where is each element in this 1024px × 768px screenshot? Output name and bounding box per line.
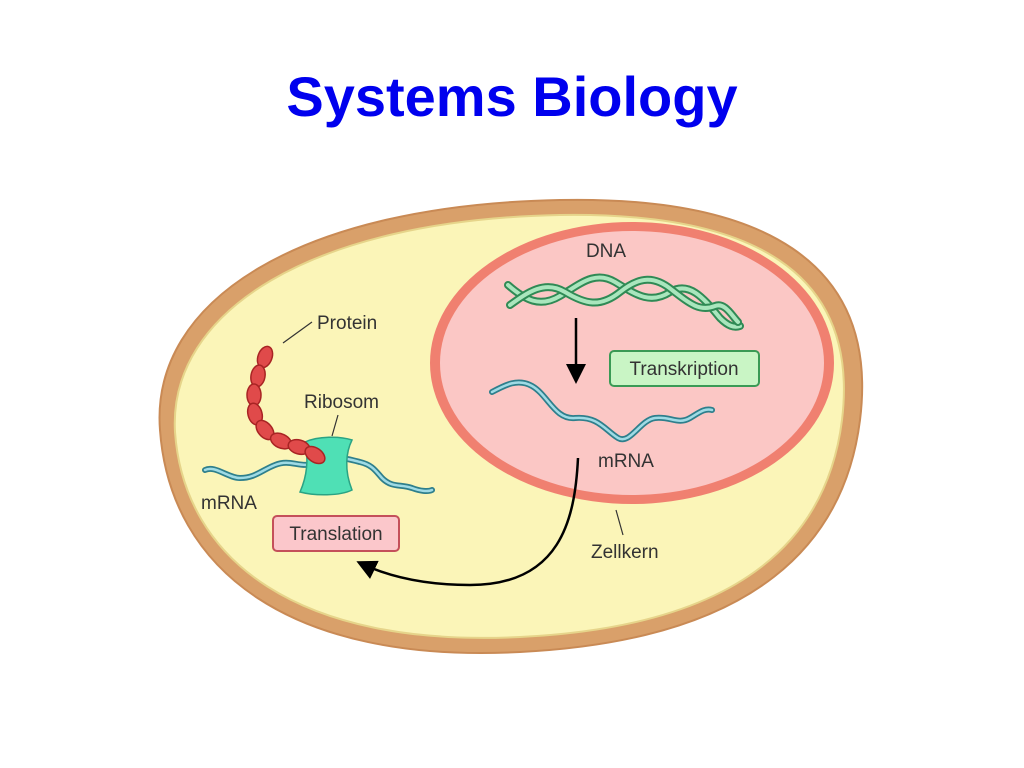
translation-label: Translation [289,524,382,545]
dna-helix [504,273,744,331]
ribosome-label: Ribosom [304,392,379,413]
protein-bead [304,445,326,465]
nucleus-pointer-line [615,509,624,536]
transcription-box [609,350,760,387]
transcription-label: Transkription [629,359,738,380]
translation-box [272,515,400,552]
mrna-cytoplasm-label: mRNA [201,493,257,514]
slide-title: Systems Biology [286,65,738,128]
export-arrow [356,457,580,587]
protein-pointer-line [282,321,313,344]
mrna-nucleus-label: mRNA [598,451,654,472]
mrna-nucleus-fill [490,381,714,441]
nucleus-label: Zellkern [591,542,659,563]
mrna-nucleus-strand [489,379,715,443]
dna-strand-a-fill [506,275,742,329]
dna-label: DNA [586,241,626,262]
dna-strand-b-fill [508,277,740,324]
protein-label: Protein [317,313,377,334]
ribosome-pointer-line [331,414,339,437]
protein-chain [246,345,326,465]
